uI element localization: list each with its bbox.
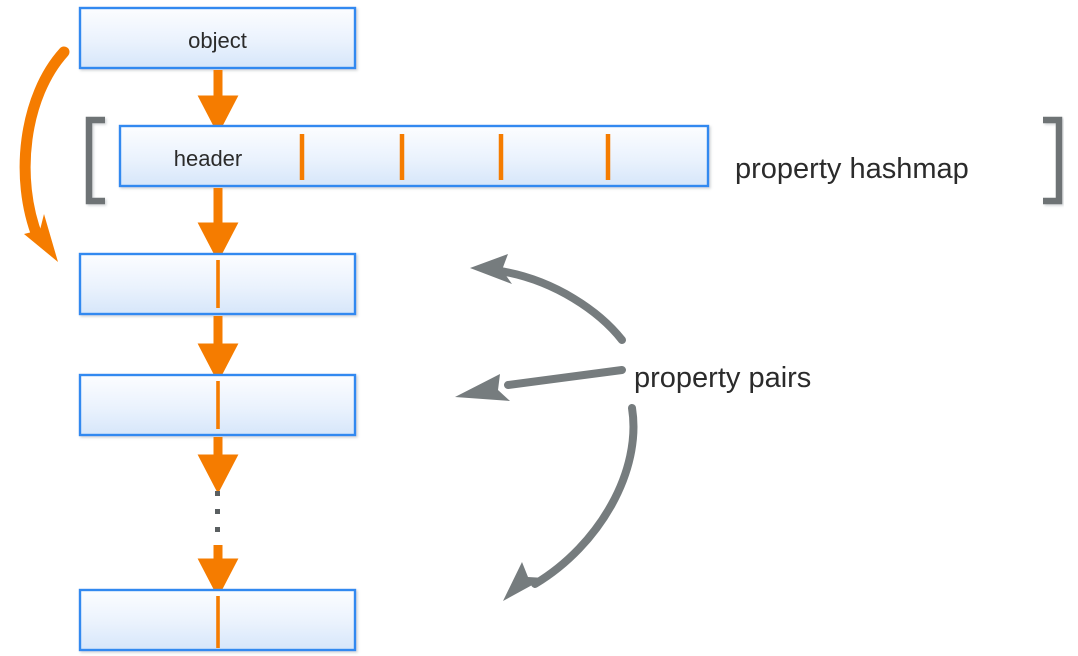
orange-curve-shaft [19, 46, 70, 244]
object-box-rect [78, 6, 357, 70]
hashmap-slot-ticks [299, 134, 611, 180]
ellipsis-dot-3 [215, 527, 220, 532]
gray-pointer-3-arrowhead [503, 562, 545, 601]
arrow-shaft-3 [197, 316, 239, 383]
vertical-ellipsis-icon [215, 491, 220, 532]
arrow-shaft-2 [197, 188, 239, 262]
pointer-to-pair-box-last-icon [503, 404, 638, 601]
arrow-pair1-to-pair2-icon [197, 316, 239, 383]
arrow-header-to-pair1-icon [197, 188, 239, 262]
header-hashmap-box: header [118, 124, 710, 188]
arrow-shaft-4 [197, 437, 239, 494]
gray-pointer-1-arrowhead [470, 254, 512, 284]
left-bracket-icon [85, 116, 105, 205]
arrow-shaft-5 [197, 545, 239, 598]
pointer-to-pair-box-1-icon [470, 254, 626, 344]
ellipsis-dot-2 [215, 509, 220, 514]
header-box-label: header [174, 146, 243, 171]
pair-box-last [78, 588, 357, 652]
object-box-label: object [188, 28, 247, 53]
pair-box-1 [78, 252, 357, 316]
ellipsis-dot-1 [215, 491, 220, 496]
arrow-object-to-header-icon [197, 70, 239, 135]
left-bracket-path [85, 116, 105, 205]
object-box: object [78, 6, 357, 70]
gray-pointer-1-shaft [496, 267, 626, 344]
orange-curve-arrowhead [24, 214, 58, 262]
arrow-pair2-to-ellipsis-icon [197, 437, 239, 494]
right-bracket-icon [1043, 116, 1063, 205]
gray-pointer-2-shaft [504, 366, 626, 389]
gray-pointer-3-shaft [531, 404, 638, 588]
property-pairs-label: property pairs [634, 362, 811, 394]
pointer-to-pair-box-2-icon [455, 366, 626, 401]
gray-pointer-2-arrowhead [455, 374, 510, 401]
object-to-pairs-curved-arrow-icon [19, 46, 70, 262]
property-hashmap-label: property hashmap [735, 153, 969, 185]
pair-box-2 [78, 373, 357, 437]
arrow-ellipsis-to-last-icon [197, 545, 239, 598]
right-bracket-path [1043, 116, 1063, 205]
arrow-shaft-1 [197, 70, 239, 135]
